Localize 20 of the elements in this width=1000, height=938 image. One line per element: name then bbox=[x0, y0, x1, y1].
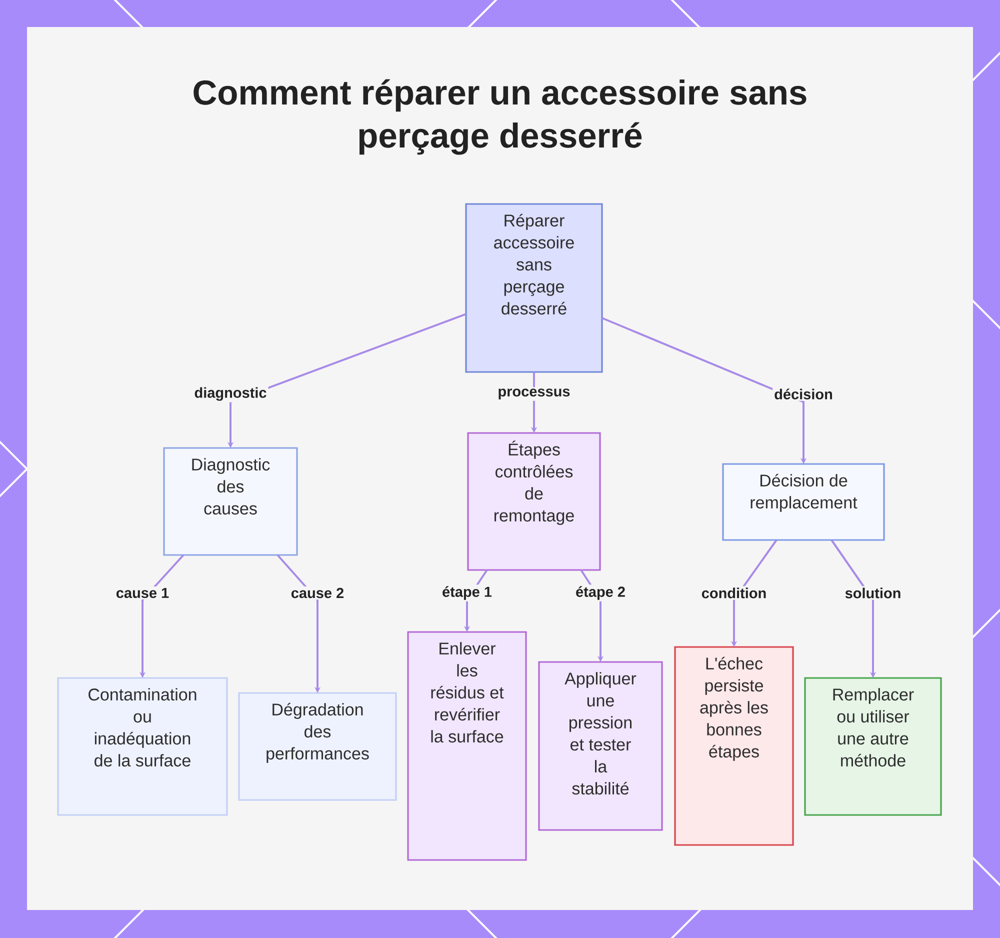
leaf-box: Dégradation des performances bbox=[238, 692, 397, 801]
root-box: Réparer accessoire sans perçage desserré bbox=[465, 203, 603, 373]
leaf-box: L'échec persiste après les bonnes étapes bbox=[674, 646, 794, 846]
leaf-box: Remplacer ou utiliser une autre méthode bbox=[804, 677, 942, 816]
branch-box: Étapes contrôlées de remontage bbox=[467, 432, 601, 571]
edge-label: étape 2 bbox=[574, 584, 627, 602]
edge-label: diagnostic bbox=[192, 386, 268, 402]
leaf-box: Enlever les résidus et revérifier la surface bbox=[407, 631, 527, 861]
branch-box: Décision de remplacement bbox=[722, 463, 885, 541]
leaf-box: Contamination ou inadéquation de la surface bbox=[57, 677, 228, 816]
edge-label: processus bbox=[496, 387, 572, 401]
branch-box: Diagnostic des causes bbox=[163, 447, 298, 556]
edge-label: condition bbox=[700, 586, 768, 600]
leaf-box: Appliquer une pression et tester la stabilité bbox=[538, 661, 663, 831]
edge-label: étape 1 bbox=[440, 584, 494, 602]
edge-label: cause 1 bbox=[114, 586, 171, 600]
edge-label: décision bbox=[772, 387, 834, 401]
title: Comment réparer un accessoire sans perçage desserré bbox=[194, 79, 806, 155]
edge-label: solution bbox=[843, 586, 903, 600]
edge-label: cause 2 bbox=[289, 586, 346, 600]
